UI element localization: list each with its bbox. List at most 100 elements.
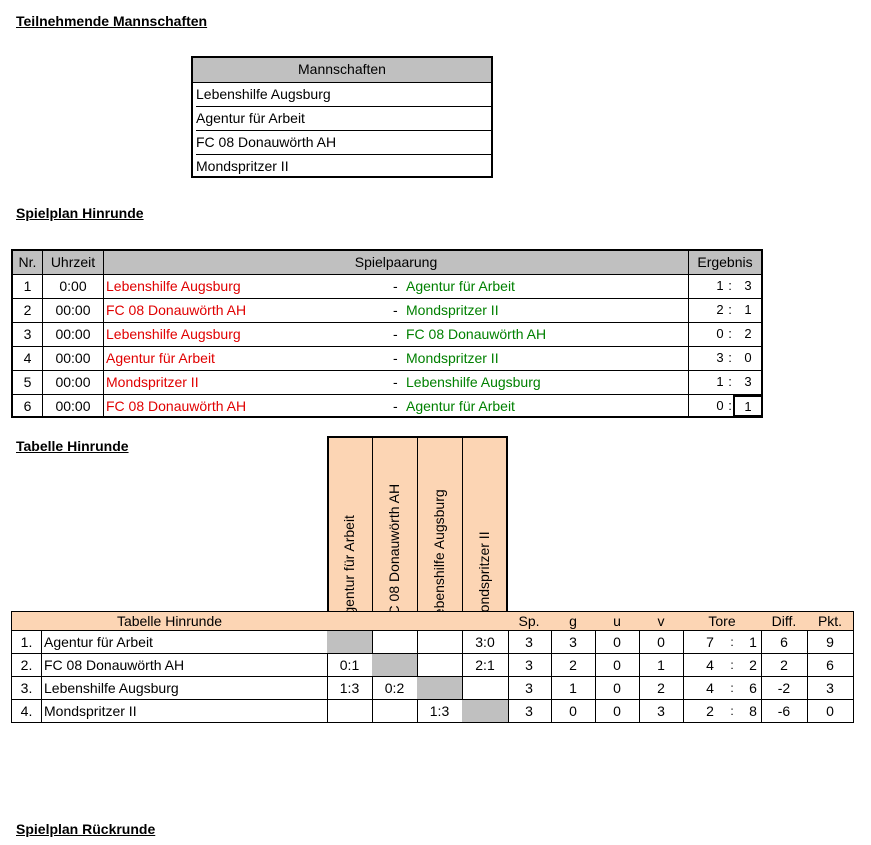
team-row[interactable]: Lebenshilfe Augsburg <box>196 83 491 107</box>
stat-goals-for: 2 <box>706 703 714 719</box>
matrix-cell-self[interactable] <box>417 677 463 700</box>
away-team: Agentur für Arbeit <box>406 278 515 294</box>
result-goals-home: 2 <box>716 302 724 317</box>
match-time[interactable]: 0:00 <box>43 275 104 299</box>
standings-team[interactable]: FC 08 Donauwörth AH <box>41 654 328 677</box>
team-row[interactable]: FC 08 Donauwörth AH <box>196 131 491 155</box>
result-cell[interactable] <box>689 275 761 299</box>
matrix-cell[interactable]: 0:1 <box>327 654 373 677</box>
result-cell[interactable] <box>689 347 761 371</box>
stat-header: Tore <box>683 611 762 631</box>
match-time[interactable]: 00:00 <box>43 347 104 371</box>
result-goals-home: 3 <box>716 350 724 365</box>
matrix-cell[interactable] <box>417 631 463 654</box>
result-cell[interactable] <box>689 299 761 323</box>
stat-header: Sp. <box>507 611 552 631</box>
standings-rank: 2. <box>11 654 42 677</box>
team-row[interactable]: Agentur für Arbeit <box>196 107 491 131</box>
matrix-cell[interactable] <box>462 677 509 700</box>
stat-header: Pkt. <box>807 611 854 631</box>
heading-table-hinrunde: Tabelle Hinrunde <box>16 438 129 454</box>
match-time[interactable]: 00:00 <box>43 371 104 395</box>
match-nr[interactable]: 6 <box>13 395 43 416</box>
match-cell[interactable] <box>104 323 689 347</box>
team-row[interactable]: Mondspritzer II <box>196 158 289 174</box>
match-separator: - <box>393 374 398 390</box>
matrix-header-strip <box>327 611 508 631</box>
standings-title: Tabelle Hinrunde <box>11 611 328 631</box>
stat-goals-against: 8 <box>749 703 757 719</box>
matrix-cell-self[interactable] <box>462 700 509 723</box>
stat-goals-for: 4 <box>706 680 714 696</box>
result-cell[interactable] <box>689 371 761 395</box>
stat-tore-cell <box>683 677 762 700</box>
result-goals-home: 1 <box>716 374 724 389</box>
match-nr[interactable]: 1 <box>13 275 43 299</box>
matrix-cell-self[interactable] <box>327 631 373 654</box>
matrix-cell[interactable]: 3:0 <box>462 631 509 654</box>
matrix-cell-self[interactable] <box>372 654 418 677</box>
stat-sp: 3 <box>507 654 552 677</box>
stat-diff: -2 <box>761 677 808 700</box>
standings-team[interactable]: Agentur für Arbeit <box>41 631 328 654</box>
stat-sp: 3 <box>507 677 552 700</box>
stat-goals-against: 1 <box>749 634 757 650</box>
matrix-cell[interactable] <box>372 631 418 654</box>
match-nr[interactable]: 3 <box>13 323 43 347</box>
stat-tore-cell <box>683 654 762 677</box>
stat-g: 0 <box>551 700 596 723</box>
home-team: Mondspritzer II <box>106 374 199 390</box>
home-team: Agentur für Arbeit <box>106 350 215 366</box>
standings-team[interactable]: Mondspritzer II <box>41 700 328 723</box>
standings-rank: 4. <box>11 700 42 723</box>
result-colon: : <box>728 398 732 413</box>
matrix-header-label: FC 08 Donauwörth AH <box>386 483 402 624</box>
match-cell[interactable] <box>104 371 689 395</box>
away-team: Mondspritzer II <box>406 350 499 366</box>
away-team: Agentur für Arbeit <box>406 398 515 414</box>
matrix-cell[interactable]: 1:3 <box>327 677 373 700</box>
matrix-cell[interactable]: 2:1 <box>462 654 509 677</box>
stat-sp: 3 <box>507 631 552 654</box>
result-goals-home: 0 <box>716 326 724 341</box>
stat-g: 2 <box>551 654 596 677</box>
match-separator: - <box>393 398 398 414</box>
stat-goals-against: 6 <box>749 680 757 696</box>
matrix-cell[interactable]: 0:2 <box>372 677 418 700</box>
match-time[interactable]: 00:00 <box>43 323 104 347</box>
match-cell[interactable] <box>104 299 689 323</box>
stat-goals-colon: : <box>730 635 734 649</box>
matrix-cell[interactable] <box>327 700 373 723</box>
stat-goals-for: 7 <box>706 634 714 650</box>
col-header-time: Uhrzeit <box>43 251 104 275</box>
stat-pkt: 0 <box>807 700 854 723</box>
match-nr[interactable]: 5 <box>13 371 43 395</box>
match-cell[interactable] <box>104 395 689 416</box>
heading-teams: Teilnehmende Mannschaften <box>16 13 208 29</box>
result-goals-home: 1 <box>716 278 724 293</box>
home-team: Lebenshilfe Augsburg <box>106 326 241 342</box>
col-header-result: Ergebnis <box>689 251 761 275</box>
result-cell[interactable] <box>689 323 761 347</box>
result-colon: : <box>728 374 732 389</box>
match-cell[interactable] <box>104 275 689 299</box>
match-time[interactable]: 00:00 <box>43 299 104 323</box>
result-goals-away-selected[interactable]: 1 <box>733 395 763 417</box>
matrix-cell[interactable] <box>417 654 463 677</box>
teams-table: Mannschaften Lebenshilfe Augsburg Agentu… <box>191 56 493 178</box>
stat-header: g <box>551 611 596 631</box>
stat-pkt: 6 <box>807 654 854 677</box>
match-cell[interactable] <box>104 347 689 371</box>
matrix-cell[interactable]: 1:3 <box>417 700 463 723</box>
stat-diff: 6 <box>761 631 808 654</box>
result-colon: : <box>728 278 732 293</box>
matrix-cell[interactable] <box>372 700 418 723</box>
match-nr[interactable]: 2 <box>13 299 43 323</box>
match-nr[interactable]: 4 <box>13 347 43 371</box>
match-separator: - <box>393 326 398 342</box>
standings-team[interactable]: Lebenshilfe Augsburg <box>41 677 328 700</box>
stat-pkt: 3 <box>807 677 854 700</box>
match-time[interactable]: 00:00 <box>43 395 104 416</box>
